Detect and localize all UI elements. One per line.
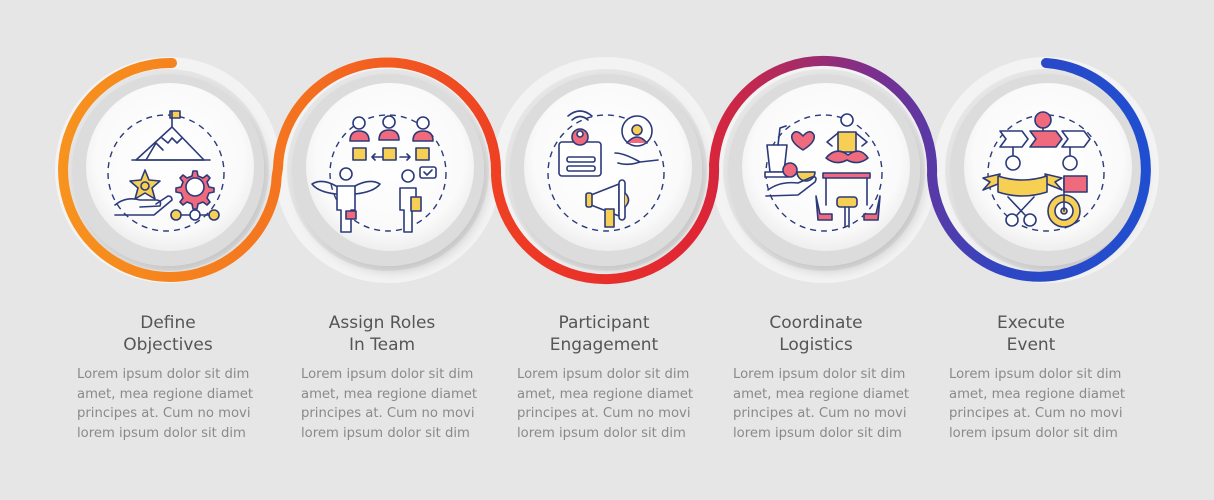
desc-line: Lorem ipsum dolor sit dim [301,367,474,382]
team-roles-icon [311,115,437,233]
desc-line: principes at. Cum no movi [733,406,907,422]
megaphone-profile-icon [558,110,659,228]
step-2-description: Lorem ipsum dolor sit dim amet, mea regi… [301,365,501,443]
desc-line: lorem ipsum dolor sit dim [77,425,246,441]
desc-line: Lorem ipsum dolor sit dim [949,367,1122,382]
step-1-description: Lorem ipsum dolor sit dim amet, mea regi… [77,365,277,443]
step-5-title: Execute Event [921,312,1141,356]
progress-path [58,55,1151,285]
desc-line: amet, mea regione diamet [517,386,694,402]
desc-line: amet, mea regione diamet [949,386,1126,402]
desc-line: Lorem ipsum dolor sit dim [733,367,906,382]
step-4-description: Lorem ipsum dolor sit dim amet, mea regi… [733,365,933,443]
step-3-description: Lorem ipsum dolor sit dim amet, mea regi… [517,365,717,443]
desc-line: lorem ipsum dolor sit dim [733,425,902,441]
step-2-title-line1: Assign Roles [328,313,436,333]
step-4-title-line2: Logistics [779,335,853,355]
desc-line: principes at. Cum no movi [949,406,1123,422]
step-3-title: Participant Engagement [494,312,714,356]
mountain-star-gear-icon [114,110,220,221]
food-yoga-seating-icon [764,113,881,228]
desc-line: amet, mea regione diamet [733,386,910,402]
step-4-title-line1: Coordinate [769,313,863,333]
desc-line: principes at. Cum no movi [301,406,475,422]
desc-line: lorem ipsum dolor sit dim [517,425,686,441]
desc-line: Lorem ipsum dolor sit dim [77,367,250,382]
desc-line: principes at. Cum no movi [77,406,251,422]
desc-line: lorem ipsum dolor sit dim [949,425,1118,441]
step-5-title-line1: Execute [997,313,1065,333]
step-2-title-line2: In Team [348,335,416,355]
ribbon-cutting-target-icon [982,111,1091,228]
step-1-title-line2: Objectives [123,335,213,355]
desc-line: amet, mea regione diamet [301,386,478,402]
desc-line: amet, mea regione diamet [77,386,254,402]
step-1-title: Define Objectives [58,312,278,356]
step-5-description: Lorem ipsum dolor sit dim amet, mea regi… [949,365,1149,443]
desc-line: principes at. Cum no movi [517,406,691,422]
step-3-title-line2: Engagement [549,335,659,355]
step-3-title-line1: Participant [558,313,650,333]
step-5-title-line2: Event [1006,335,1056,355]
step-2-title: Assign Roles In Team [272,312,492,356]
step-4-title: Coordinate Logistics [706,312,926,356]
desc-line: lorem ipsum dolor sit dim [301,425,470,441]
step-1-title-line1: Define [140,313,196,333]
desc-line: Lorem ipsum dolor sit dim [517,367,690,382]
